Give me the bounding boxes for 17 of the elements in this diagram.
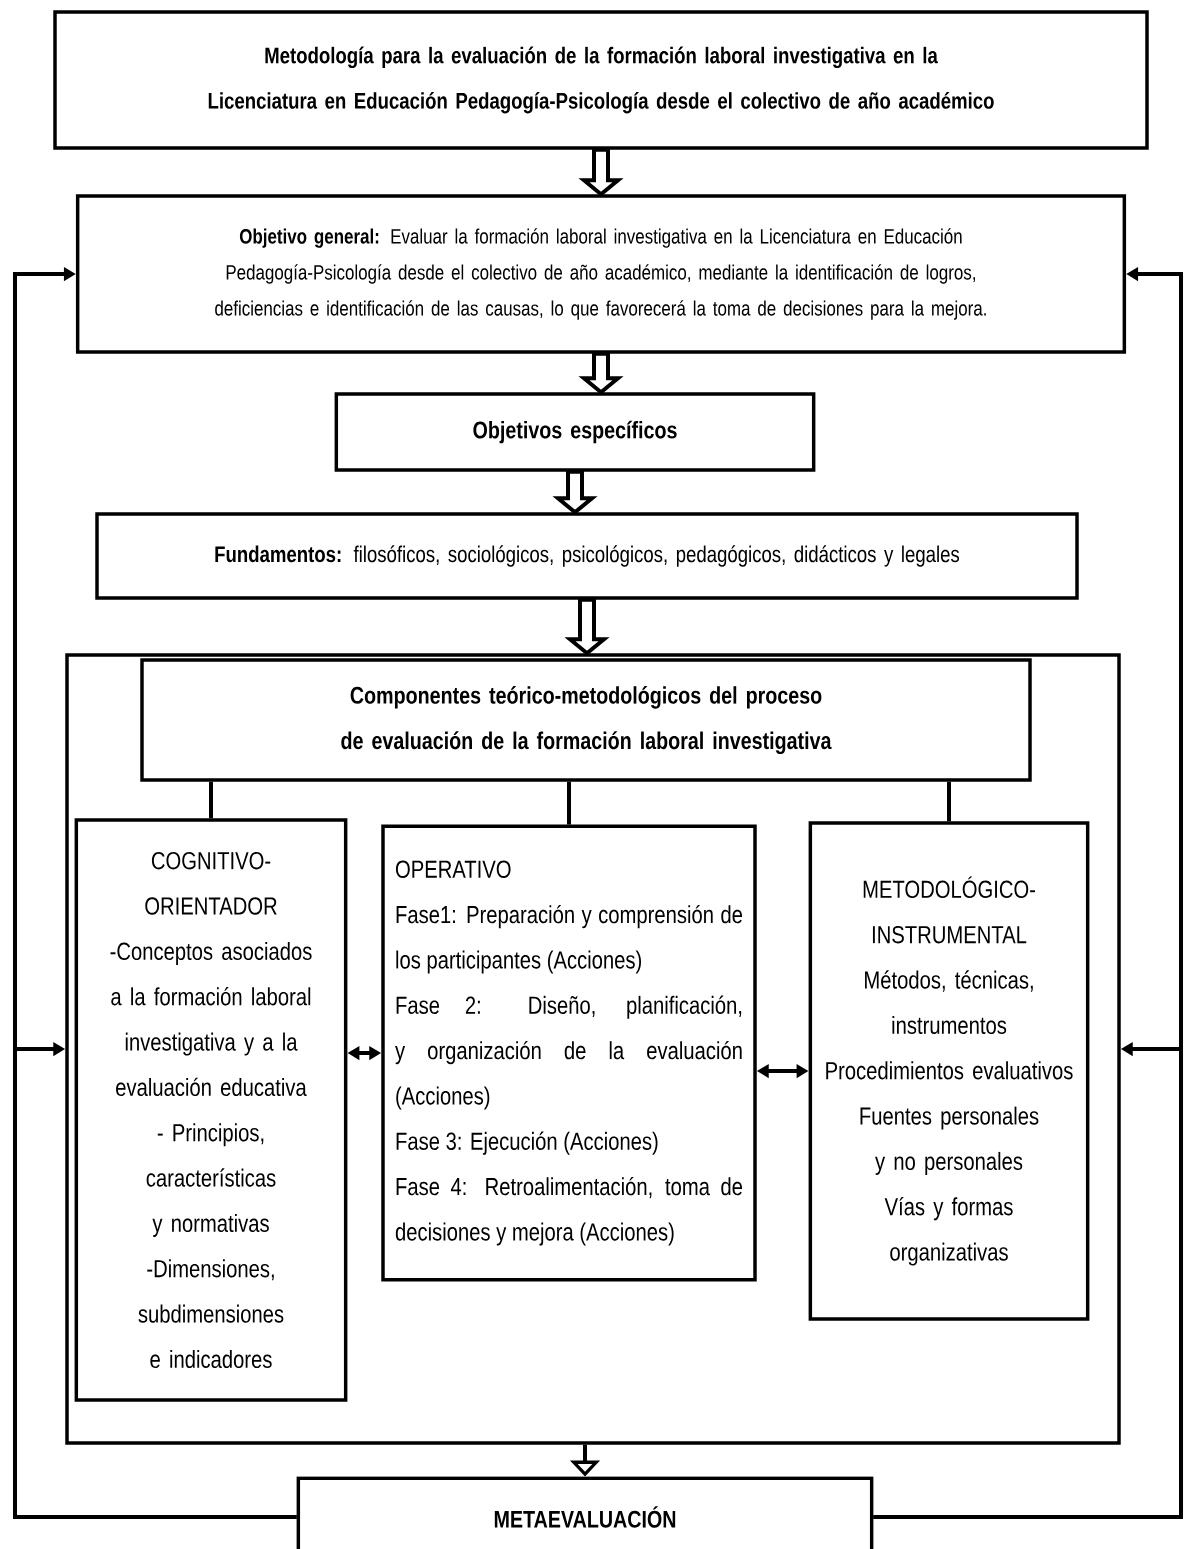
connector-line [947, 781, 951, 822]
metaevaluation-box: METAEVALUACIÓN [296, 1476, 874, 1549]
component-box: METODOLÓGICO-INSTRUMENTAL Métodos, técnicas, instrumentos Procedimientos evaluativos Fuentes personales y no personales Vías y formas organizativas [808, 821, 1090, 1321]
hollow-arrow [578, 351, 624, 395]
component-box: COGNITIVO-ORIENTADOR -Conceptos asociados a la formación laboral investigativa y a la evaluación educativa - Principios, características y normativas -Dimensiones, subdimensiones e indicadores [74, 818, 348, 1402]
objective-box: Objetivo general: Evaluar la formación laboral investigativa en la Licenciatura en Educación Pedagogía-Psicología desde el colectivo de año académico, mediante la identificación de logros, deficiencias e identificación de las causas, lo que favorecerá la toma de decisiones para la mejora. [75, 194, 1127, 354]
title-box: Metodología para la evaluación de la formación laboral investigativa en la Licenciatura en Educación Pedagogía-Psicología desde el colectivo de año académico [53, 10, 1149, 150]
feedback-arrow [13, 1041, 297, 1519]
connector-line [567, 781, 571, 825]
heading-box: Componentes teórico-metodológicos del proceso de evaluación de la formación laboral investigativa [140, 658, 1032, 782]
component-box: OPERATIVO Fase1: Preparación y comprensión de los participantes (Acciones) Fase 2: Diseño, planificación, y organización de la evaluación (Acciones) Fase 3: Ejecución (Acciones) Fase 4: Retroalimentación, toma de decisiones y mejora (Acciones) [381, 824, 757, 1282]
connector-line [209, 781, 213, 819]
hollow-arrow [552, 469, 598, 515]
foundation-box: Fundamentos: filosóficos, sociológicos, psicológicos, pedagógicos, didácticos y legales [95, 512, 1079, 600]
hollow-arrow [564, 597, 610, 656]
hollow-arrow [578, 147, 624, 197]
heading-box: Objetivos específicos [334, 392, 816, 472]
